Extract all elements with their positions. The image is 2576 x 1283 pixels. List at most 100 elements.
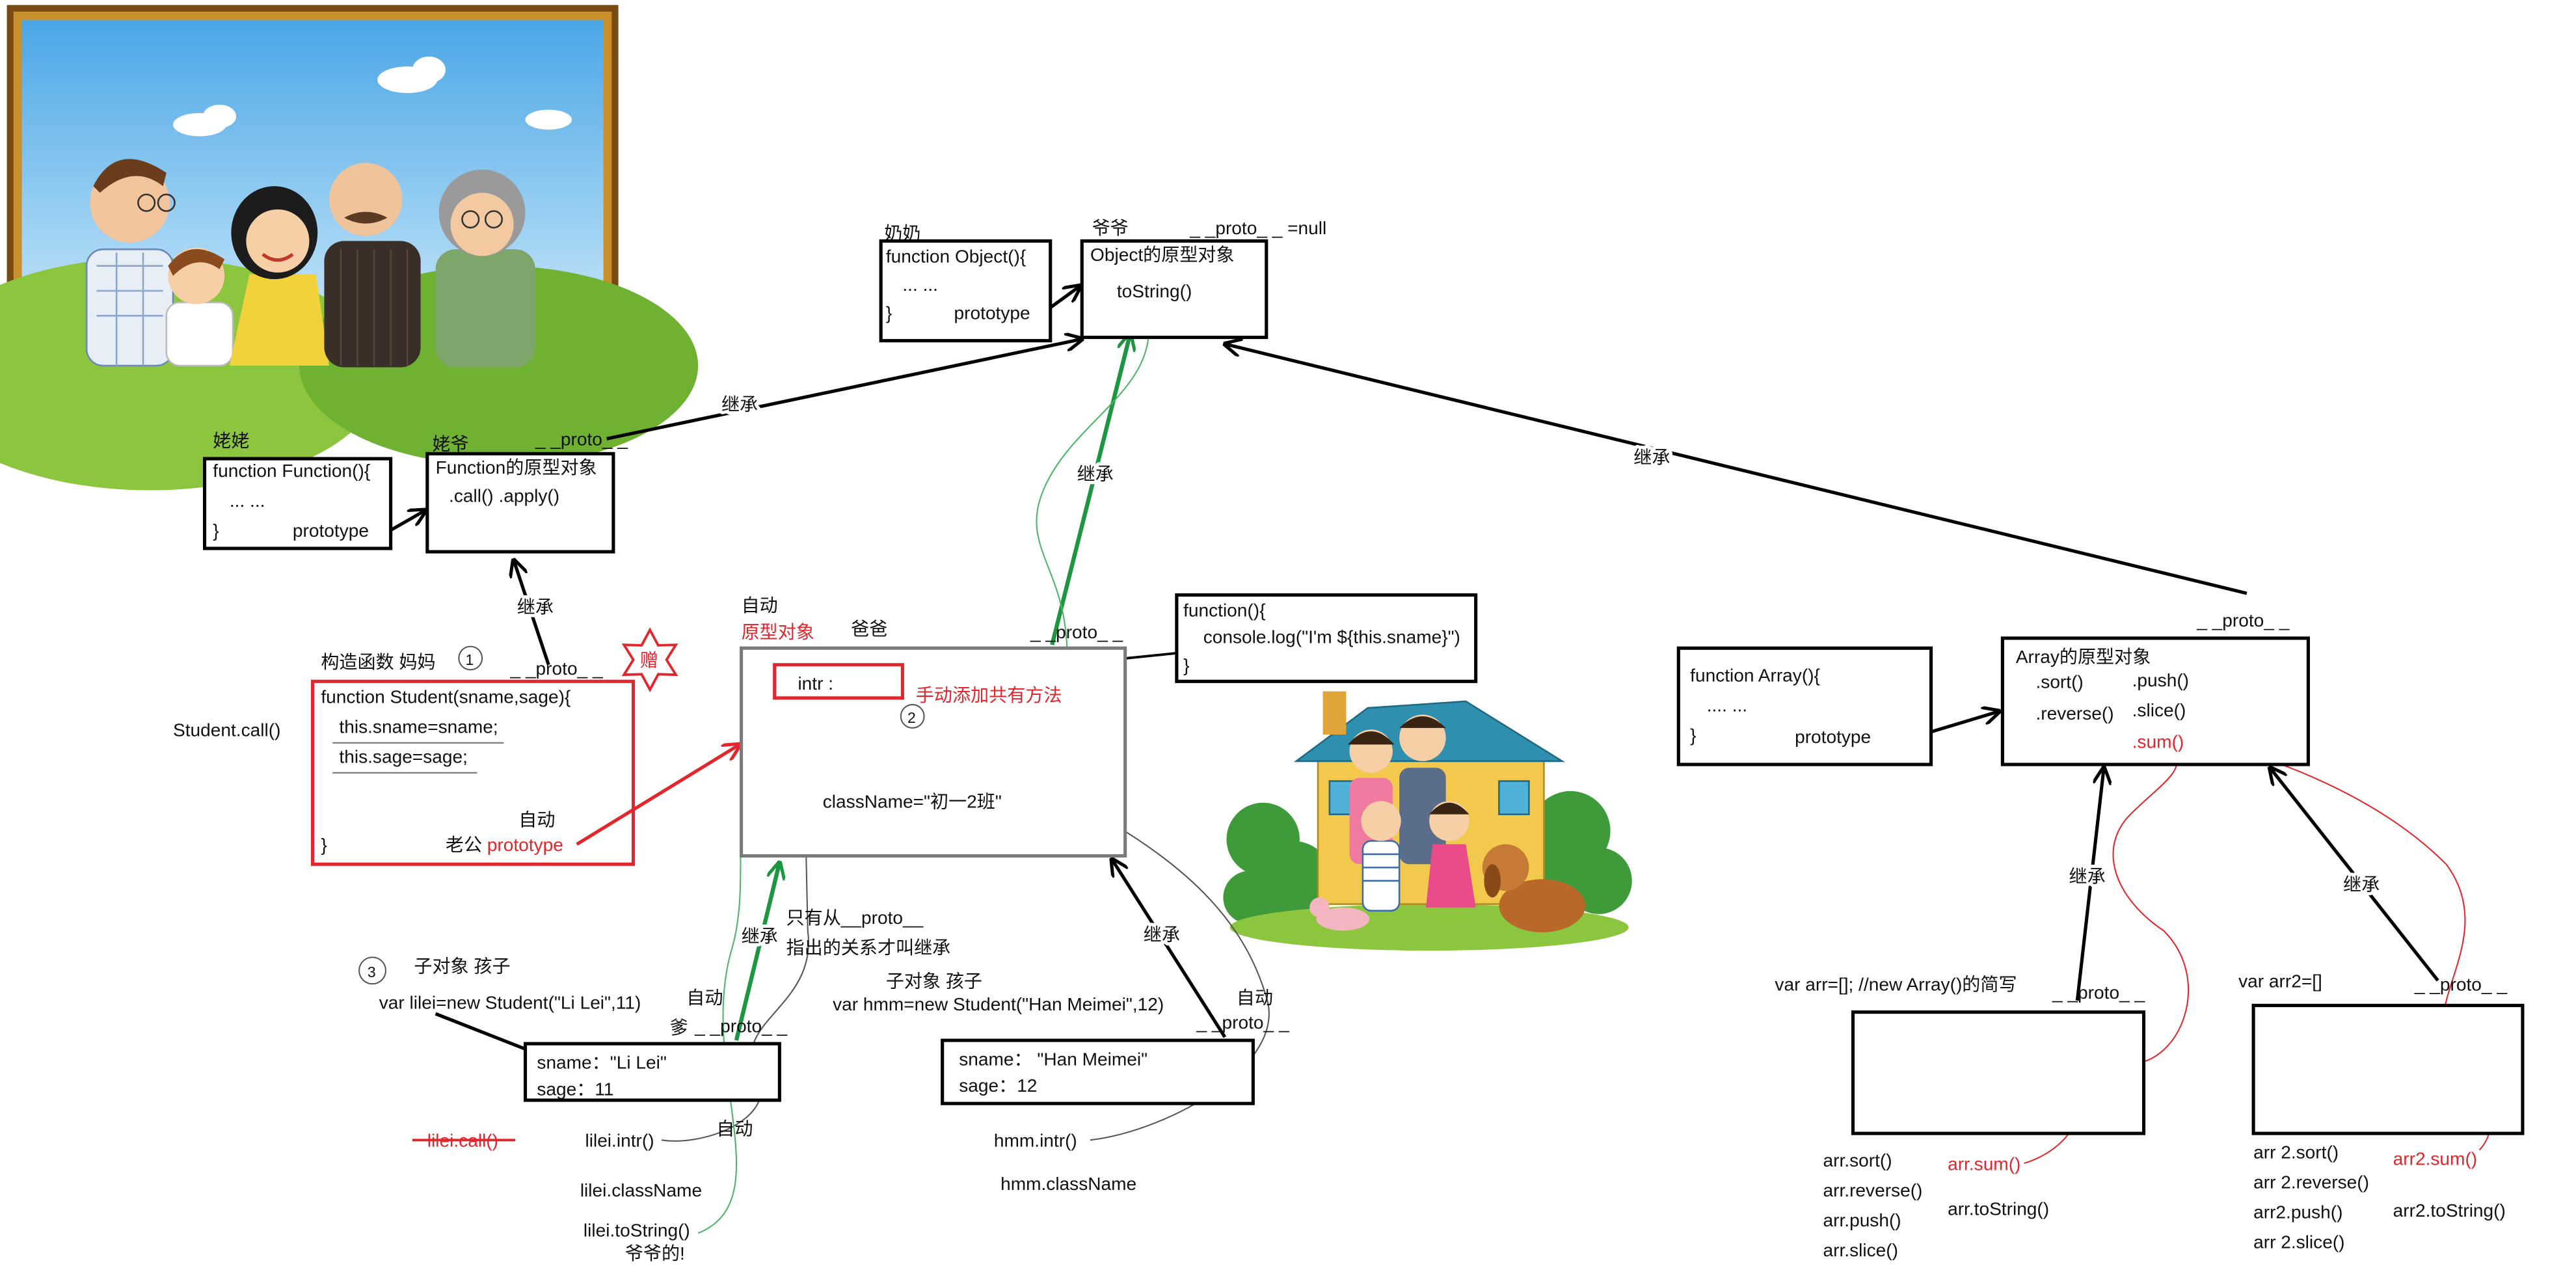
hmm-inherit-label: 继承: [1144, 925, 1180, 945]
lilei-inherit-label: 继承: [742, 926, 778, 946]
array-method-sum: .sum(): [2132, 731, 2184, 751]
lilei-declaration: var lilei=new Student("Li Lei",11): [379, 993, 641, 1013]
hmm-intr-call: hmm.intr(): [994, 1131, 1077, 1151]
house-girl-figure: [1426, 801, 1476, 908]
portrait-grandmother-figure: [435, 169, 535, 368]
array-ctor-line-3: }: [1690, 725, 1696, 745]
student-ctor-prototype: prototype: [487, 835, 563, 855]
object-prototype-method: toString(): [1117, 281, 1192, 301]
object-prototype-box: [1080, 239, 1268, 340]
house-cat-figure: [1309, 897, 1370, 931]
arr-sort-call: arr.sort(): [1823, 1150, 1892, 1170]
function-ctor-line-2: ... ...: [230, 491, 265, 511]
hmm-declaration: var hmm=new Student("Han Meimei",12): [833, 994, 1164, 1014]
function-constructor-box: [202, 457, 393, 550]
student-prototype-arrow: [576, 744, 740, 846]
student-proto-label: _ _proto_ _: [510, 658, 603, 679]
hmm-field-sage: sage：12: [959, 1075, 1037, 1096]
student-ctor-line-1: function Student(sname,sage){: [321, 687, 570, 707]
arr-sum-call: arr.sum(): [1948, 1154, 2020, 1174]
arr2-object-box: [2251, 1003, 2525, 1135]
gift-label: 赠: [640, 650, 658, 670]
student-ctor-line-3: this.sage=sage;: [339, 746, 467, 766]
student-proto-father-label: 爸爸: [851, 619, 887, 639]
inherit-note-line-2: 指出的关系才叫继承: [786, 938, 951, 958]
step-2-circle: [900, 704, 925, 729]
array-prototype-box: [2000, 636, 2310, 766]
student-proto-proto-label: _ _proto_ _: [1030, 622, 1123, 642]
manual-method-note: 手动添加共有方法: [916, 685, 1062, 705]
intr-method-line-3: }: [1183, 655, 1189, 675]
lilei-dad-label: 爹: [670, 1018, 688, 1038]
house-boy-figure: [1361, 801, 1401, 912]
arr2-declaration: var arr2=[]: [2238, 971, 2322, 991]
lilei-section: 3 子对象 孩子 var lilei=new Student("Li Lei",…: [358, 908, 951, 1263]
portrait-father-figure: [85, 159, 176, 367]
lilei-auto-label: 自动: [686, 988, 723, 1008]
hmm-auto-label: 自动: [1237, 988, 1273, 1008]
lilei-tostring-note: 爷爷的!: [625, 1243, 685, 1263]
arr-tostring-call: arr.toString(): [1948, 1198, 2049, 1219]
hmm-object-box: [941, 1038, 1255, 1105]
arr-slice-call: arr.slice(): [1823, 1240, 1898, 1260]
student-proto-inherit-label: 继承: [1077, 464, 1114, 484]
arr2-reverse-call: arr 2.reverse(): [2253, 1172, 2369, 1192]
arr-inherit-label: 继承: [2069, 866, 2106, 886]
array-ctor-prototype: prototype: [1795, 727, 1871, 747]
object-proto-null-label: _ _proto_ _ =null: [1189, 218, 1326, 238]
portrait-grandfather-figure: [324, 163, 421, 368]
function-ctor-line-3: }: [213, 520, 219, 541]
function-ctor-prototype: prototype: [293, 520, 369, 541]
object-ctor-line-3: }: [886, 303, 892, 323]
arr2-sort-call: arr 2.sort(): [2253, 1142, 2339, 1162]
student-constructor-box: [311, 679, 636, 866]
function-proto-to-object-proto-arrow: [606, 339, 1082, 440]
arr-reverse-call: arr.reverse(): [1823, 1180, 1923, 1200]
hmm-field-sname: sname： "Han Meimei": [959, 1049, 1147, 1069]
step-2-number: 2: [907, 709, 916, 726]
lilei-object-box: [523, 1042, 781, 1102]
house-chimney: [1322, 691, 1347, 735]
arr-proto-label: _ _proto_ _: [2052, 982, 2145, 1003]
object-grandpa-label: 爷爷: [1092, 218, 1129, 238]
arr2-sum-call: arr2.sum(): [2393, 1149, 2477, 1169]
array-proto-to-object-proto-arrow: [1225, 344, 2247, 595]
array-inherit-label: 继承: [1633, 448, 1670, 468]
arr-to-array-proto-arrow: [2075, 768, 2104, 1001]
function-section: 姥姥 function Function(){ ... ... } protot…: [202, 391, 761, 554]
arr2-section: var arr2=[] _ _proto_ _ 继承 arr 2.sort() …: [2238, 871, 2525, 1252]
lilei-to-student-proto-arrow: [734, 863, 779, 1041]
student-proto-to-object-proto-arrow: [1050, 334, 1130, 645]
lilei-intr-auto-label: 自动: [716, 1119, 753, 1139]
arr2-tostring-call: arr2.toString(): [2393, 1200, 2506, 1221]
lilei-tostring-call: lilei.toString(): [584, 1220, 690, 1240]
function-ctor-line-1: function Function(){: [213, 461, 370, 481]
array-method-reverse: .reverse(): [2035, 703, 2113, 723]
function-proto-label: _ _proto_ _: [535, 429, 628, 450]
student-inherit-label: 继承: [517, 597, 554, 617]
object-prototype-title: Object的原型对象: [1090, 245, 1235, 265]
step-3-circle: [358, 956, 386, 985]
arr2-push-call: arr2.push(): [2253, 1202, 2342, 1222]
lilei-child-label: 子对象 孩子: [414, 956, 510, 976]
lilei-field-sname: sname："Li Lei": [537, 1052, 666, 1072]
step-1-number: 1: [466, 651, 474, 668]
student-call-note: Student.call(): [173, 720, 280, 740]
student-section: 继承 构造函数 妈妈 1 _ _proto_ _ 赠 function Stud…: [173, 593, 678, 866]
function-prototype-box: [425, 452, 615, 554]
student-auto-label: 自动: [518, 810, 555, 830]
family-house-illustration: [1223, 691, 1632, 951]
hmm-to-student-proto-arrow: [1112, 859, 1227, 1038]
array-method-push: .push(): [2132, 670, 2189, 690]
student-mother-label: 构造函数 妈妈: [321, 652, 435, 672]
portrait-boy-figure: [165, 247, 234, 367]
intr-highlight-box: [773, 663, 904, 700]
lilei-classname-access: lilei.className: [580, 1180, 702, 1200]
inherit-note-line-1: 只有从__proto__: [786, 908, 924, 928]
hmm-child-label: 子对象 孩子: [886, 971, 982, 991]
arr-section: var arr=[]; //new Array()的简写 _ _proto_ _…: [1775, 863, 2146, 1260]
hmm-section: 子对象 孩子 var hmm=new Student("Han Meimei",…: [833, 921, 1289, 1194]
intr-label: intr :: [798, 673, 833, 694]
array-ctor-line-1: function Array(){: [1690, 665, 1820, 685]
